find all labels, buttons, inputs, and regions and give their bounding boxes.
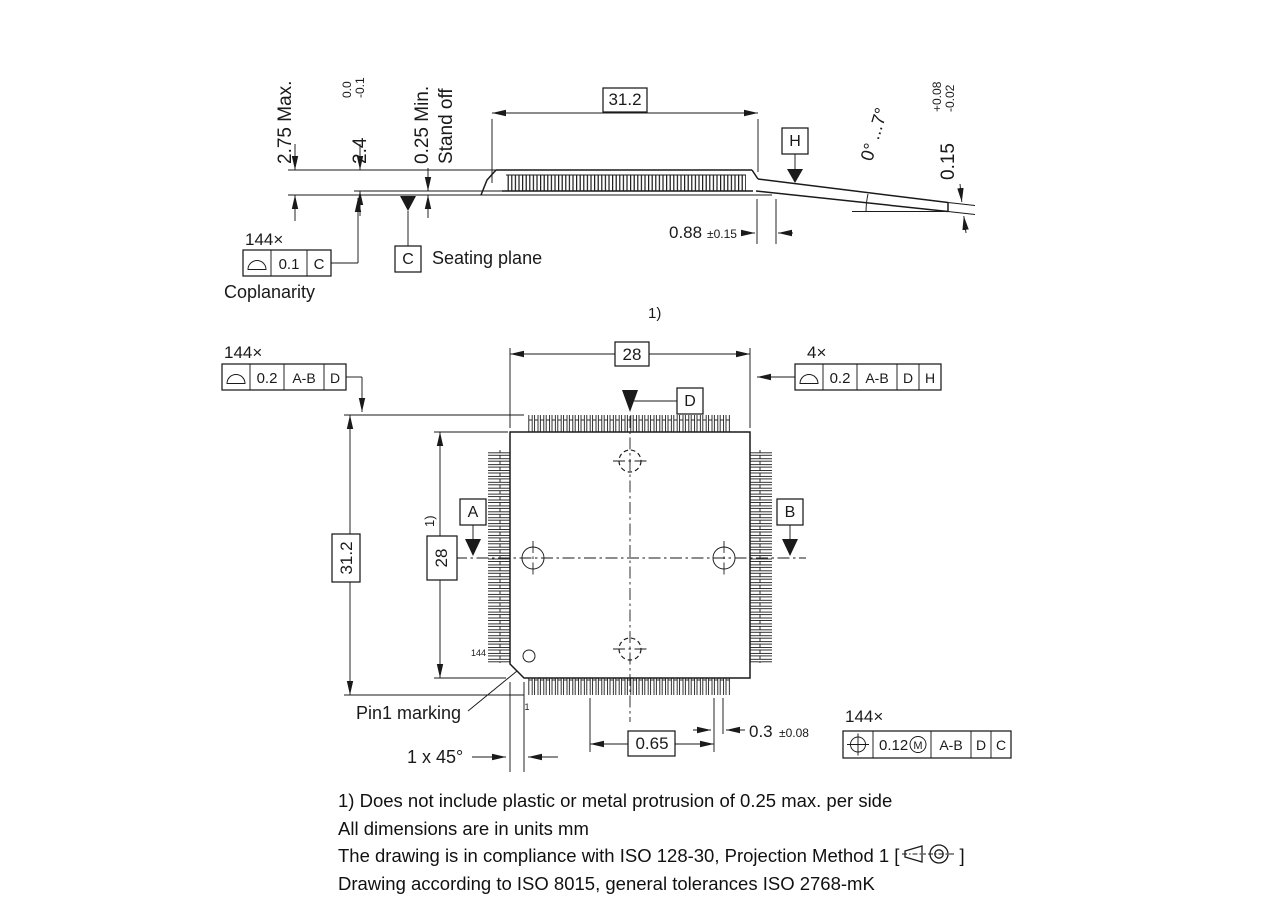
position-fcf-tol: 0.12 (879, 737, 908, 754)
body-tol-lower: -0.1 (353, 77, 367, 98)
lead-fcf-datum-d: D (330, 370, 340, 386)
position-fcf-datum-c: C (996, 737, 1006, 753)
note-line-3-bracket: ] (959, 845, 965, 866)
profile-of-surface-icon (247, 260, 267, 270)
lead-fcf-tol: 0.2 (257, 370, 278, 387)
datum-d-box (676, 387, 704, 415)
pin1-marking-circle (522, 649, 536, 663)
projection-method-icon (902, 844, 956, 864)
fcf-position: 144× 0.12 M A-B D C (842, 707, 1012, 759)
pin-array-bottom (528, 678, 731, 695)
corner-fcf-tol: 0.2 (830, 370, 851, 387)
hidden-mark-top (618, 449, 642, 473)
side-view: 2.75 Max. 0.0 -0.1 2.4 0.25 Min. Stand o… (224, 77, 976, 302)
position-fcf-modifier: M (913, 740, 922, 752)
datum-a-box (459, 498, 487, 526)
pin-array-top (528, 415, 731, 432)
dim-body-height-value: 28 (432, 549, 451, 568)
datum-h-box (781, 127, 809, 155)
hidden-mark-bottom (618, 637, 642, 661)
top-view-geometry (344, 348, 806, 772)
dim-height-label: 2.75 Max. (275, 81, 296, 164)
top-view: 28 1) 31.2 28 1) D A B 144× 0.2 A-B D 4× (221, 305, 1012, 772)
dim-pitch-box (627, 730, 676, 757)
dim-lead-foot-value: 0.88 (669, 223, 702, 242)
datum-h-triangle (787, 169, 803, 183)
dim-body-width-value: 28 (623, 345, 642, 364)
coplanarity-count: 144× (245, 230, 283, 249)
dim-overall-width-box (602, 87, 648, 113)
seating-plane-label: Seating plane (432, 248, 542, 268)
body-tol-upper: 0.0 (340, 81, 354, 98)
note-line-3: The drawing is in compliance with ISO 12… (338, 842, 1098, 870)
dim-pitch-value: 0.65 (635, 734, 668, 753)
datum-b-triangle (782, 539, 798, 556)
pin-first-label: 1 (524, 702, 529, 712)
dim-body-thickness-label: 2.4 (350, 137, 371, 164)
dim-overall-height-box (331, 533, 361, 583)
position-fcf-datum-ab: A-B (939, 737, 962, 753)
lead-thickness-tol-lower: -0.02 (943, 84, 957, 112)
pin-array-left (488, 450, 510, 663)
datum-c-triangle (400, 196, 416, 211)
dim-lead-foot-tol: ±0.15 (707, 227, 737, 241)
datum-h-label: H (789, 133, 801, 150)
position-fcf-datum-d: D (976, 737, 986, 753)
ejector-mark-right (712, 546, 736, 570)
dim-body-width-box (614, 341, 650, 367)
notes: 1) Does not include plastic or metal pro… (338, 787, 1098, 897)
package-body (509, 431, 751, 679)
note-line-2: All dimensions are in units mm (338, 817, 589, 839)
side-view-geometry (288, 109, 976, 264)
profile-of-surface-icon (226, 374, 246, 384)
pin1-label: Pin1 marking (356, 703, 461, 723)
dim-standoff-label: 0.25 Min. (412, 86, 433, 164)
ejector-mark-left (521, 546, 545, 570)
dim-chamfer-label: 1 x 45° (407, 747, 463, 767)
note-ref-top: 1) (648, 305, 661, 322)
corner-fcf-datum-ab: A-B (865, 370, 888, 386)
coplanarity-datum: C (314, 256, 325, 273)
fcf-coplanarity: 144× 0.1 C Coplanarity (224, 230, 332, 302)
true-position-icon (847, 733, 869, 756)
datum-d-triangle (622, 390, 638, 412)
note-line-1: 1) Does not include plastic or metal pro… (338, 790, 893, 811)
pin-array-right (750, 450, 772, 663)
corner-fcf-datum-h: H (925, 370, 935, 386)
datum-b-box (776, 498, 804, 526)
coplanarity-tol: 0.1 (279, 256, 300, 273)
lead-fcf-count: 144× (224, 343, 262, 362)
mmc-modifier-icon (909, 736, 927, 753)
datum-a-label: A (468, 504, 479, 521)
datum-c-box (394, 245, 422, 273)
fcf-lead-profile: 144× 0.2 A-B D (221, 343, 347, 391)
datum-c-label: C (402, 251, 414, 268)
datum-a-triangle (465, 539, 481, 556)
coplanarity-label: Coplanarity (224, 282, 315, 302)
lead-fcf-datum-ab: A-B (292, 370, 315, 386)
corner-fcf-datum-d: D (903, 370, 913, 386)
corner-fcf-count: 4× (807, 343, 826, 362)
note-ref-side: 1) (422, 515, 437, 527)
lead-row-hatch (506, 175, 746, 191)
lead-angle-label: 0° ...7° (857, 105, 892, 163)
profile-of-surface-icon (799, 374, 819, 384)
dim-lead-width-value: 0.3 (749, 722, 773, 741)
dim-lead-width-tol: ±0.08 (779, 726, 809, 740)
dim-lead-thickness-label: 0.15 (938, 143, 959, 180)
position-fcf-count: 144× (845, 707, 883, 726)
standoff-label: Stand off (436, 88, 457, 164)
note-line-4: Drawing according to ISO 8015, general t… (338, 872, 875, 894)
dim-body-height-box (426, 535, 458, 581)
datum-b-label: B (785, 504, 796, 521)
datum-d-label: D (684, 393, 696, 410)
pin-last-label: 144 (471, 648, 486, 658)
lead-thickness-tol-upper: +0.08 (930, 81, 944, 112)
dim-overall-width-value: 31.2 (608, 90, 641, 109)
note-line-3-text: The drawing is in compliance with ISO 12… (338, 845, 900, 866)
dim-overall-height-value: 31.2 (337, 541, 356, 574)
fcf-corner-leads: 4× 0.2 A-B D H (794, 343, 942, 391)
